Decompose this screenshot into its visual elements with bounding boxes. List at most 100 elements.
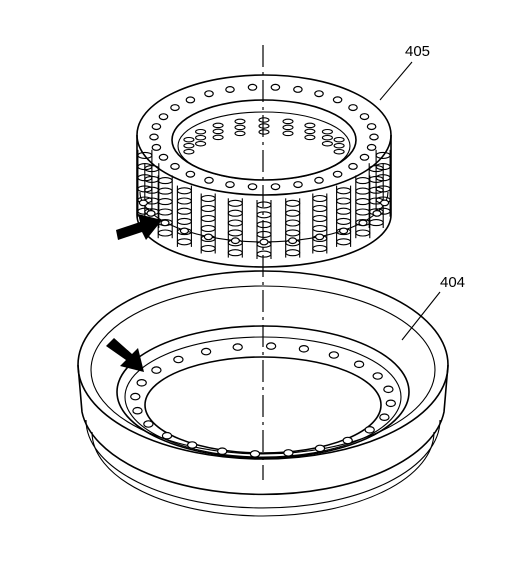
spring-turn [227,199,243,207]
spring-turn [336,187,352,195]
hole [342,436,353,445]
inner-spring-turn [282,124,294,131]
inner-spring-turn [183,136,195,143]
spring-turn [137,185,153,193]
spring-turn [176,207,192,215]
spring-turn [200,224,216,233]
arrow-lower-icon [106,338,144,372]
hole [314,176,324,184]
hole [138,199,148,207]
hole [372,372,383,380]
inner-spring-turn [304,122,316,129]
hole [203,233,213,241]
housing-lower-step [85,419,441,509]
spring-turn [355,177,371,185]
spring-turn [256,250,272,258]
hole [332,96,343,104]
spring-coil [157,175,173,239]
hole [293,181,303,189]
hole [179,227,189,235]
hole [132,406,143,415]
inner-spring-turn [195,128,207,135]
hole [249,450,261,458]
inner-spring-turn [212,134,224,141]
spring-turn [200,194,216,203]
inner-spring-turn [258,123,270,129]
inner-spring-turn [321,140,333,147]
spring-coil [256,200,272,259]
spring-turn [176,238,192,246]
inner-spring-turn [234,130,246,137]
retainer-hole-ring [149,83,379,191]
hole [204,90,214,98]
hole [225,85,235,93]
piston-housing [77,270,449,517]
hole [151,366,162,374]
spring-turn [176,187,192,195]
hole [130,392,141,401]
spring-turn [157,198,173,206]
housing-rim-step [90,285,436,455]
spring-turn [157,208,173,216]
spring-turn [375,151,391,159]
spring-coil [336,185,352,247]
hole [328,351,340,359]
hole [314,444,326,453]
hole [315,233,325,241]
hole [366,143,377,151]
hole [149,133,159,141]
inner-spring-turn [183,142,195,149]
spring-coil [137,149,153,217]
hole [358,219,368,227]
hole [270,183,281,191]
hole [348,162,358,170]
hole [158,153,169,161]
spring-coil [355,175,371,239]
hole [283,449,294,457]
hole [185,96,196,104]
housing-inner-ring [116,325,410,459]
hole [298,344,310,353]
hole [151,123,162,131]
hole [232,343,243,351]
hole [366,123,377,131]
inner-spring-row [183,117,345,155]
hole [364,425,375,434]
spring-turn [256,230,272,238]
hole [161,431,173,440]
housing-hole-ring [130,342,396,458]
inner-spring-turn [258,117,270,123]
housing-inner-ring-step [124,336,402,458]
spring-turn [227,219,243,227]
hole [170,104,180,112]
spring-turn [285,249,301,257]
spring-turn [336,197,352,205]
spring-coil [176,185,192,247]
hole [170,162,180,170]
callout-label-405: 405 [405,43,430,60]
inner-spring-turn [212,122,224,129]
spring-turn [200,244,216,253]
hole [216,447,228,456]
hole [270,83,281,91]
spring-turn [355,187,371,195]
spring-turn [312,194,328,203]
hole [146,209,156,217]
spring-turn [157,177,173,185]
hole [185,170,196,178]
callout-label-404: 404 [440,274,465,291]
spring-turn [176,217,192,225]
spring-turn [312,204,328,213]
hole [288,237,298,245]
inner-spring-turn [212,128,224,135]
hole [383,385,394,394]
inner-spring-turn [234,124,246,131]
hole [314,90,324,98]
hole [247,183,258,191]
spring-turn [200,204,216,213]
housing-top-outer-rim [77,270,449,460]
inner-spring-turn [195,134,207,141]
hole [204,176,214,184]
spring-coil [312,193,328,254]
